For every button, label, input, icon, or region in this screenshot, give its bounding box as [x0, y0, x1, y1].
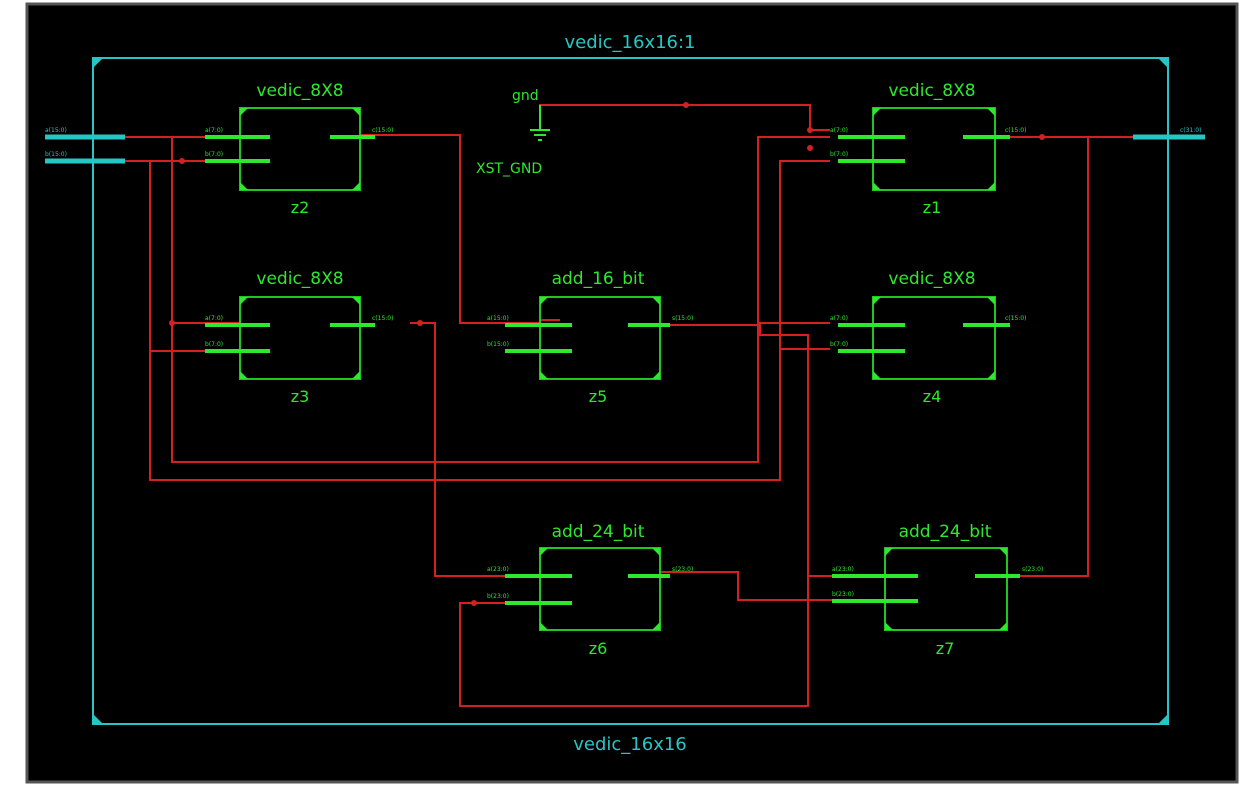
svg-text:a(23:0): a(23:0) [487, 566, 509, 573]
svg-text:b(23:0): b(23:0) [487, 593, 509, 600]
block-z2-instance: z2 [291, 198, 310, 217]
block-z4-instance: z4 [923, 387, 942, 406]
svg-text:b(15:0): b(15:0) [487, 341, 509, 348]
block-z2[interactable]: vedic_8X8 a(7:0) b(7:0) c(15:0) z2 [205, 81, 393, 217]
block-z1-type: vedic_8X8 [888, 81, 975, 101]
svg-text:a(15:0): a(15:0) [487, 315, 509, 322]
block-z6-instance: z6 [589, 639, 608, 658]
output-port-label: c(31:0) [1180, 127, 1201, 134]
block-z5-type: add_16_bit [552, 269, 645, 289]
svg-text:b(7:0): b(7:0) [830, 151, 848, 158]
svg-text:a(7:0): a(7:0) [830, 315, 848, 322]
svg-text:b(7:0): b(7:0) [830, 341, 848, 348]
block-z3-type: vedic_8X8 [256, 269, 343, 289]
block-z6-type: add_24_bit [552, 522, 645, 542]
svg-text:b(7:0): b(7:0) [205, 151, 223, 158]
input-port-b-label: b(15:0) [45, 151, 67, 158]
svg-text:a(7:0): a(7:0) [205, 315, 223, 322]
top-title: vedic_16x16:1 [564, 32, 695, 53]
block-z3-instance: z3 [291, 387, 310, 406]
block-z5[interactable]: add_16_bit a(15:0) b(15:0) s(15:0) z5 [487, 269, 693, 406]
svg-text:a(7:0): a(7:0) [205, 127, 223, 134]
block-z7-instance: z7 [936, 639, 955, 658]
svg-text:c(15:0): c(15:0) [372, 315, 393, 322]
bottom-title: vedic_16x16 [573, 734, 687, 755]
gnd-net-label: gnd [512, 88, 539, 104]
block-z4[interactable]: vedic_8X8 a(7:0) b(7:0) c(15:0) z4 [830, 269, 1026, 406]
block-z5-instance: z5 [589, 387, 608, 406]
svg-text:b(23:0): b(23:0) [832, 591, 854, 598]
svg-text:b(7:0): b(7:0) [205, 341, 223, 348]
svg-text:s(23:0): s(23:0) [672, 566, 693, 573]
module-frame [92, 57, 1169, 725]
block-z2-type: vedic_8X8 [256, 81, 343, 101]
svg-text:a(7:0): a(7:0) [830, 127, 848, 134]
svg-text:c(15:0): c(15:0) [1005, 127, 1026, 134]
block-z1[interactable]: vedic_8X8 a(7:0) b(7:0) c(15:0) z1 [830, 81, 1026, 217]
svg-text:c(15:0): c(15:0) [372, 127, 393, 134]
block-z7[interactable]: add_24_bit a(23:0) b(23:0) s(23:0) z7 [832, 522, 1043, 658]
block-z4-type: vedic_8X8 [888, 269, 975, 289]
svg-text:c(15:0): c(15:0) [1005, 315, 1026, 322]
gnd-cell-label: XST_GND [476, 161, 542, 177]
schematic-background [25, 2, 1239, 784]
gnd-symbol [530, 105, 550, 141]
block-z3[interactable]: vedic_8X8 a(7:0) b(7:0) c(15:0) z3 [205, 269, 393, 406]
module-io-pins [45, 134, 1205, 164]
svg-text:s(23:0): s(23:0) [1022, 566, 1043, 573]
buffer-markers [169, 102, 1045, 606]
block-z7-type: add_24_bit [899, 522, 992, 542]
svg-text:a(23:0): a(23:0) [832, 566, 854, 573]
frame-corners [93, 58, 1168, 724]
input-port-a-label: a(15:0) [45, 127, 67, 134]
block-z1-instance: z1 [923, 198, 942, 217]
svg-text:s(15:0): s(15:0) [672, 315, 693, 322]
block-z6[interactable]: add_24_bit a(23:0) b(23:0) s(23:0) z6 [487, 522, 693, 658]
